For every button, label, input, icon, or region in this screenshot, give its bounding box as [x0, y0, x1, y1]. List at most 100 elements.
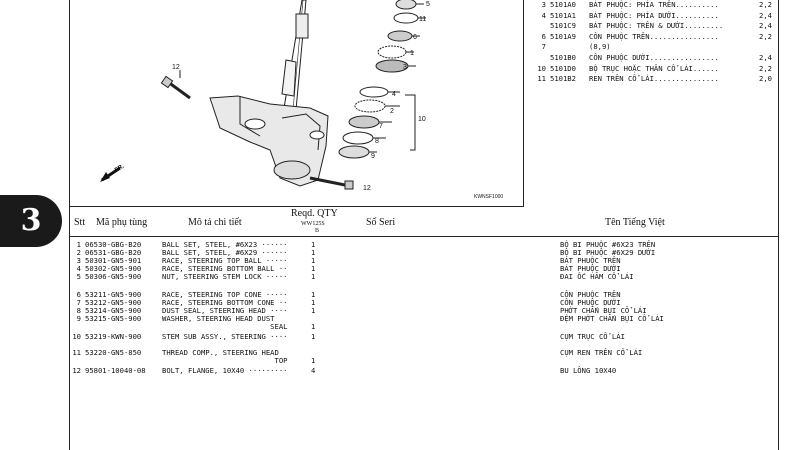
cell-desc: SEAL [162, 322, 288, 331]
reference-row: 4 5101A1 BÁT PHUỘC: PHÍA DƯỚI.......... 2,4 [532, 11, 772, 22]
reference-code: 5101B2 [550, 74, 576, 84]
cell-vn: ĐAI ỐC HÃM CỔ LÁI [560, 272, 634, 281]
callout-3: 3 [403, 64, 407, 71]
callout-7: 7 [379, 123, 383, 130]
cell-desc: BALL SET, STEEL, #6X23 ······ [162, 240, 288, 249]
reference-row: 10 5101D0 BỘ TRỤC HOẶC THÂN CỔ LÁI...... 2,… [532, 64, 772, 75]
reference-no [532, 53, 546, 64]
reference-code: 5101D0 [550, 63, 576, 73]
reference-no: 10 [537, 63, 546, 73]
reference-val: 2,2 [759, 63, 772, 73]
cell-no: 4 [76, 264, 81, 273]
cell-vn: BỘ BI PHUỘC #6X29 DƯỚI [560, 248, 656, 257]
header-stt: Stt [74, 217, 86, 228]
page-frame: 5 11 6 1 3 4 2 7 8 9 10 12 12 FR. KWNSF1… [69, 0, 779, 450]
cell-code: 53212-GN5-900 [85, 298, 142, 307]
reference-code: 5101A0 [550, 0, 576, 9]
cell-code: 06530-GBG-B20 [85, 240, 142, 249]
table-row: 3 50301-GN5-901 RACE, STEERING TOP BALL ··… [69, 256, 779, 266]
reference-code: 5101C9 [550, 21, 576, 31]
cell-vn: CỤM TRỤC CỔ LÁI [560, 332, 625, 341]
reference-desc: CÔN PHUỘC DƯỚI................ [589, 52, 719, 62]
cell-no: 10 [72, 332, 81, 341]
cell-no: 2 [76, 248, 81, 257]
cell-vn: BỘ BI PHUỘC #6X23 TRÊN [560, 240, 656, 249]
reference-no [532, 21, 546, 32]
cell-desc: TOP [162, 356, 288, 365]
reference-val: 2,4 [759, 10, 772, 20]
cell-qty: 1 [311, 248, 316, 257]
reference-row: 7(8,9) [532, 42, 772, 53]
section-tab: 3 [0, 195, 62, 247]
cell-no: 7 [76, 298, 81, 307]
cell-vn: BÁT PHUỘC TRÊN [560, 256, 621, 265]
cell-no: 5 [76, 272, 81, 281]
cell-no: 11 [72, 348, 81, 357]
callout-9: 9 [371, 153, 375, 160]
cell-vn: CÔN PHUỘC DƯỚI [560, 298, 621, 307]
reference-val: 2,4 [759, 52, 772, 62]
cell-code: 53214-GN5-900 [85, 306, 142, 315]
cell-no: 8 [76, 306, 81, 315]
reference-code [550, 42, 589, 53]
cell-desc: BALL SET, STEEL, #6X29 ······ [162, 248, 288, 257]
reference-no: 4 [541, 10, 546, 20]
cell-qty: 1 [311, 306, 316, 315]
reference-desc: REN TRÊN CỔ LÁI............... [589, 74, 719, 84]
callout-10: 10 [418, 116, 426, 123]
cell-no: 3 [76, 256, 81, 265]
cell-desc: RACE, STEERING TOP BALL ····· [162, 256, 288, 265]
reference-desc: CÔN PHUỘC TRÊN................ [589, 31, 719, 41]
cell-qty: 1 [311, 290, 316, 299]
reference-val [752, 42, 772, 53]
cell-qty: 4 [311, 366, 316, 375]
reference-desc: BÁT PHUỘC: PHÍA DƯỚI.......... [589, 10, 719, 20]
header-serial: Số Seri [366, 217, 396, 228]
cell-vn: PHỚT CHẮN BỤI CỔ LÁI [560, 306, 647, 315]
cell-qty: 1 [311, 264, 316, 273]
cell-desc: RACE, STEERING TOP CONE ····· [162, 290, 288, 299]
callout-12-bottom: 12 [363, 185, 371, 192]
cell-desc: THREAD COMP., STEERING HEAD [162, 348, 279, 357]
parts-table-header: Stt Mã phụ tùng Mô tả chi tiết Reqd. QTY… [69, 207, 779, 237]
cell-vn: CỤM REN TRÊN CỔ LÁI [560, 348, 643, 357]
header-vietnamese: Tên Tiếng Việt [605, 217, 665, 228]
cell-qty: 1 [311, 322, 316, 331]
reference-no: 11 [537, 74, 546, 84]
header-model: WW125S [301, 221, 325, 227]
callout-4: 4 [392, 91, 396, 98]
cell-qty: 1 [311, 298, 316, 307]
reference-code: 5101A9 [550, 31, 576, 41]
cell-vn: ĐỆM PHỚT CHẮN BỤI CỔ LÁI [560, 314, 664, 323]
steering-stem-drawing: 5 11 6 1 3 4 2 7 8 9 10 12 12 FR. [100, 0, 430, 192]
cell-code: 50301-GN5-901 [85, 256, 142, 265]
reference-desc: BỘ TRỤC HOẶC THÂN CỔ LÁI...... [589, 63, 719, 73]
front-arrow-icon: FR. [100, 164, 126, 182]
cell-code: 50306-GN5-900 [85, 272, 142, 281]
header-qty: Reqd. QTY [291, 208, 338, 219]
cell-desc: STEM SUB ASSY., STEERING ···· [162, 332, 288, 341]
callout-6: 6 [413, 34, 417, 41]
cell-desc: WASHER, STEERING HEAD DUST [162, 314, 275, 323]
reference-code: 5101A1 [550, 10, 576, 20]
cell-qty: 1 [311, 256, 316, 265]
callout-12-top: 12 [172, 64, 180, 71]
exploded-diagram: 5 11 6 1 3 4 2 7 8 9 10 12 12 FR. KWNSF1… [70, 0, 524, 207]
cell-code: 53220-GN5-850 [85, 348, 142, 357]
diagram-code: KWNSF1000 [474, 194, 504, 200]
cell-no: 9 [76, 314, 81, 323]
cell-no: 12 [72, 366, 81, 375]
